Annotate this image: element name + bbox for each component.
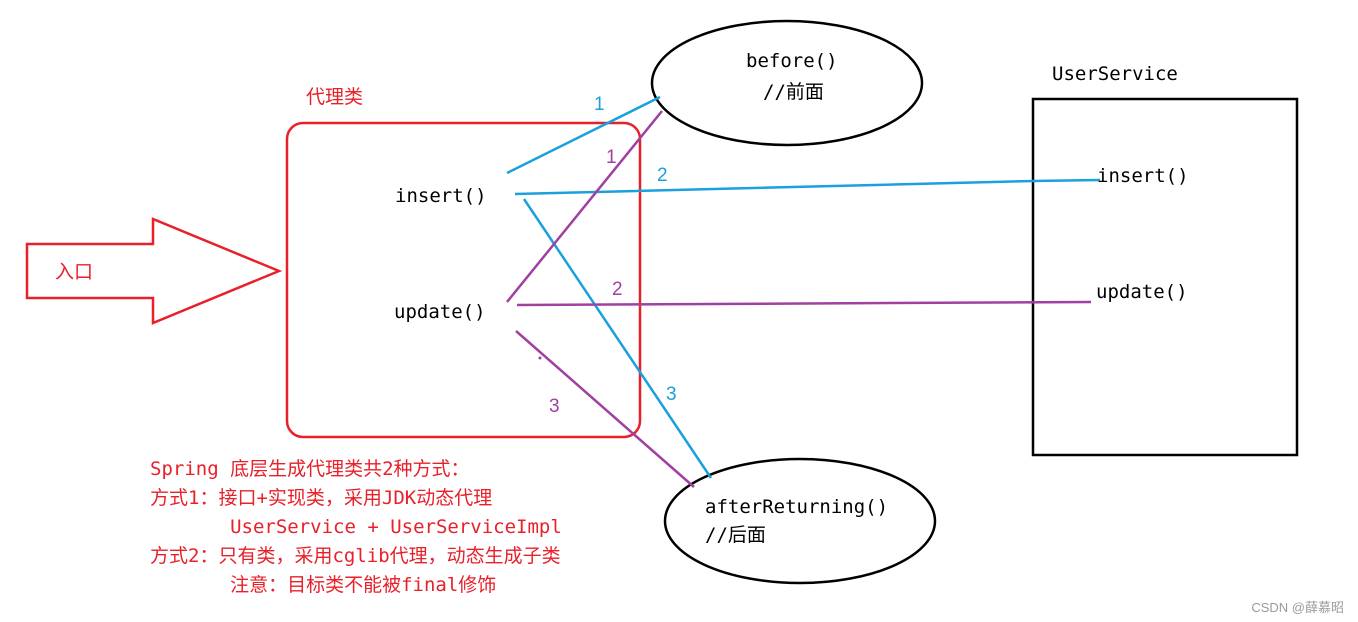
step-label-insert-3: 3 — [666, 384, 677, 405]
before-comment-label: //前面 — [763, 81, 824, 103]
step-label-update-1: 1 — [606, 147, 617, 168]
insert-to-after-line — [522, 198, 713, 479]
insert-to-before-line — [506, 95, 661, 175]
step-label-update-3: 3 — [549, 396, 560, 417]
after-comment-label: //后面 — [705, 524, 766, 546]
user-service-box — [1031, 97, 1299, 457]
target-insert-method: insert() — [1097, 165, 1189, 187]
before-advice-ellipse — [650, 19, 924, 147]
note-line-2: 方式1：接口+实现类，采用JDK动态代理 — [150, 487, 493, 509]
proxy-insert-method: insert() — [395, 185, 487, 207]
watermark: CSDN @薛慕昭 — [1251, 600, 1344, 615]
after-method-label: afterReturning() — [705, 496, 889, 518]
before-method-label: before() — [746, 50, 838, 72]
update-to-before-line — [506, 110, 663, 303]
note-line-1: Spring 底层生成代理类共2种方式： — [150, 458, 470, 480]
step-label-insert-2: 2 — [657, 165, 668, 186]
stray-dot — [538, 356, 542, 360]
after-advice-ellipse — [663, 457, 937, 585]
step-label-insert-1: 1 — [594, 94, 605, 115]
note-line-3: UserService + UserServiceImpl — [150, 516, 562, 538]
insert-to-target-line — [514, 178, 1101, 196]
note-line-4: 方式2：只有类，采用cglib代理，动态生成子类 — [150, 545, 561, 567]
proxy-class-box — [285, 121, 642, 439]
proxy-update-method: update() — [394, 301, 486, 323]
update-to-after-line — [515, 330, 695, 488]
proxy-notes: Spring 底层生成代理类共2种方式： 方式1：接口+实现类，采用JDK动态代… — [150, 455, 562, 600]
entry-label: 入口 — [55, 261, 94, 283]
step-label-update-2: 2 — [612, 279, 623, 300]
entry-arrow — [25, 217, 283, 325]
note-line-5: 注意：目标类不能被final修饰 — [150, 574, 497, 596]
target-update-method: update() — [1096, 281, 1188, 303]
update-to-target-line — [516, 300, 1092, 307]
proxy-class-title: 代理类 — [306, 86, 364, 108]
user-service-title: UserService — [1052, 63, 1178, 85]
